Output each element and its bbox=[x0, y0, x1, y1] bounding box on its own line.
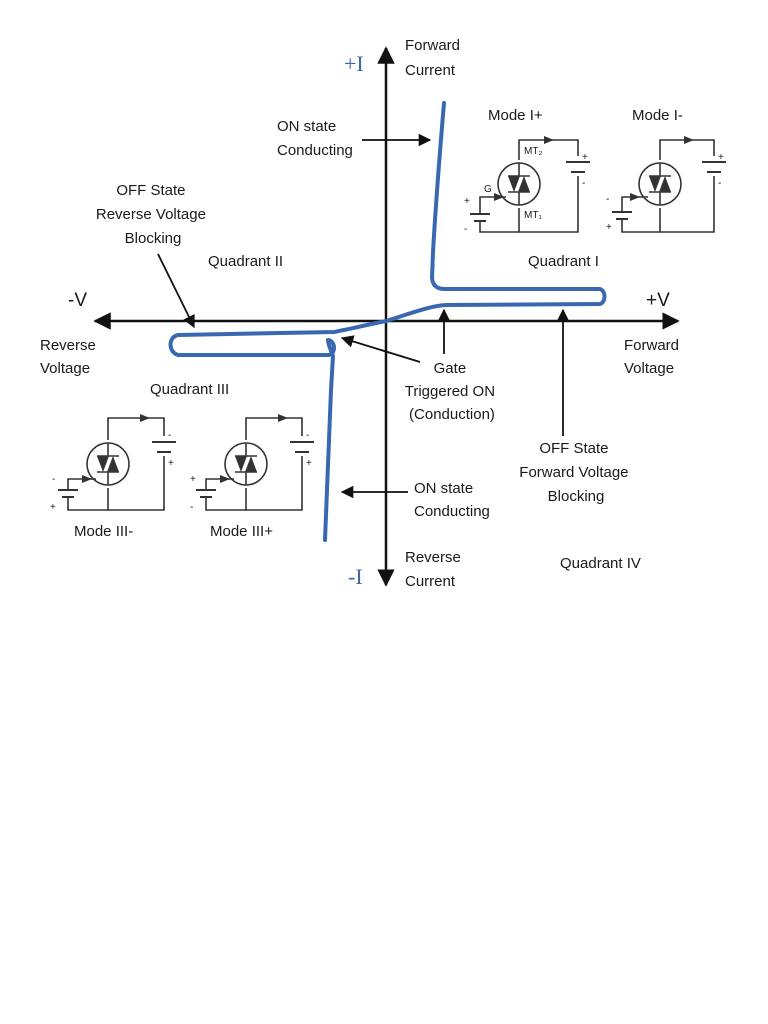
polarity-sign: + bbox=[168, 458, 174, 469]
pos-voltage-symbol: +V bbox=[646, 290, 670, 311]
mode-iii-minus-label: Mode III- bbox=[74, 523, 133, 540]
polarity-sign: + bbox=[306, 458, 312, 469]
polarity-sign: - bbox=[190, 502, 193, 513]
gate-label: G bbox=[484, 184, 492, 195]
polarity-sign: + bbox=[582, 152, 588, 163]
mt2-label: MT₂ bbox=[524, 146, 542, 157]
mode-iii-minus-circuit: Mode III- - + - + bbox=[50, 414, 176, 540]
neg-current-symbol: -I bbox=[348, 564, 363, 589]
polarity-sign: - bbox=[306, 430, 309, 441]
off-reverse-label: OFF State Reverse Voltage Blocking bbox=[96, 182, 210, 247]
polarity-sign: - bbox=[718, 178, 721, 189]
polarity-sign: - bbox=[582, 178, 585, 189]
mode-iii-plus-circuit: Mode III+ - + + - bbox=[190, 414, 314, 540]
forward-current-label: Forward Current bbox=[405, 37, 464, 79]
polarity-sign: + bbox=[190, 474, 196, 485]
mode-i-minus-label: Mode I- bbox=[632, 107, 683, 124]
off-forward-label: OFF State Forward Voltage Blocking bbox=[519, 440, 632, 505]
quadrant-i-label: Quadrant I bbox=[528, 253, 599, 270]
iv-curve bbox=[168, 101, 607, 542]
off-reverse-arrow bbox=[157, 253, 195, 329]
gate-arrow-left bbox=[340, 335, 421, 363]
mode-i-plus-label: Mode I+ bbox=[488, 107, 543, 124]
polarity-sign: + bbox=[464, 196, 470, 207]
polarity-sign: - bbox=[168, 430, 171, 441]
on-state-top-label: ON state Conducting bbox=[277, 118, 353, 159]
quadrant-iv-label: Quadrant IV bbox=[560, 555, 641, 572]
gate-triggered-label: Gate Triggered ON (Conduction) bbox=[405, 360, 499, 423]
triac-icon bbox=[497, 162, 541, 206]
mt1-label: MT₁ bbox=[524, 210, 542, 221]
polarity-sign: - bbox=[606, 194, 609, 205]
polarity-sign: - bbox=[464, 224, 467, 235]
reverse-current-label: Reverse Current bbox=[405, 549, 465, 590]
pos-current-symbol: +I bbox=[344, 51, 364, 76]
mode-i-minus-circuit: Mode I- + - - + bbox=[606, 107, 726, 233]
mode-i-plus-circuit: Mode I+ MT₂ MT₁ G + - + - bbox=[464, 107, 590, 235]
polarity-sign: + bbox=[606, 222, 612, 233]
reverse-voltage-label: Reverse Voltage bbox=[40, 337, 100, 377]
curve-solid-top bbox=[168, 101, 607, 542]
forward-voltage-label: Forward Voltage bbox=[624, 337, 683, 377]
triac-icon bbox=[638, 162, 682, 206]
polarity-sign: - bbox=[52, 474, 55, 485]
neg-voltage-symbol: -V bbox=[68, 290, 87, 311]
polarity-sign: + bbox=[50, 502, 56, 513]
quadrant-iii-label: Quadrant III bbox=[150, 381, 229, 398]
mode-iii-plus-label: Mode III+ bbox=[210, 523, 273, 540]
polarity-sign: + bbox=[718, 152, 724, 163]
quadrant-ii-label: Quadrant II bbox=[208, 253, 283, 270]
on-state-bottom-label: ON state Conducting bbox=[414, 480, 490, 520]
